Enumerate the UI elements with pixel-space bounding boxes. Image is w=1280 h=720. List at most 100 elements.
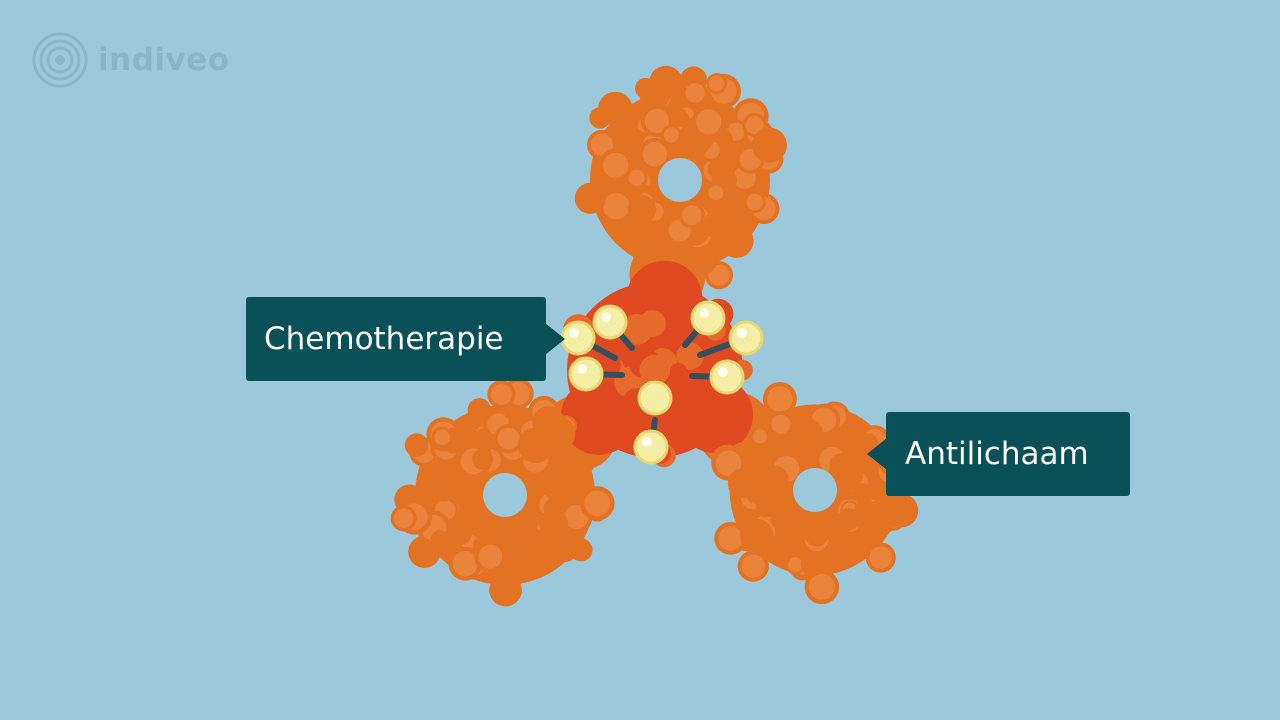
arm-bead (837, 508, 860, 531)
arm-bead-highlight (696, 109, 722, 135)
arm-bead (815, 513, 836, 535)
arm-bead (430, 474, 458, 502)
arm-bead (702, 211, 730, 239)
arm-bead (561, 476, 585, 500)
drug-molecule (682, 300, 726, 348)
arm-bead-highlight (708, 264, 730, 286)
arm-bead-highlight (869, 546, 893, 569)
arm-bead-highlight (808, 573, 835, 600)
core-bead (676, 342, 704, 370)
drug-bead-shine (737, 328, 747, 338)
concentric-circles-logo-icon (32, 32, 88, 88)
arm-bead (740, 518, 774, 552)
drug-bead (568, 356, 604, 392)
drug-bead-shine (577, 364, 587, 374)
arm-bead-highlight (771, 414, 791, 434)
arm-bead-highlight (603, 152, 629, 178)
arm-bead (532, 472, 555, 495)
drug-bead-shine (569, 328, 579, 338)
arm-bead-highlight (452, 551, 478, 577)
chemotherapy-label: Chemotherapie (246, 297, 565, 381)
arm-bead (884, 493, 919, 528)
drug-bead (709, 359, 745, 395)
arm-bead (517, 427, 554, 464)
arm-bead-highlight (708, 75, 725, 92)
arm-bead-highlight (497, 427, 520, 450)
arm-bead-highlight (628, 169, 645, 186)
arm-bead (693, 247, 716, 270)
arm-bead (829, 452, 853, 476)
arm-bead (847, 425, 866, 444)
arm-bead-highlight (602, 193, 630, 220)
core-bead (639, 354, 671, 386)
arm-bead-highlight (434, 429, 450, 445)
arm-bead (727, 468, 758, 499)
core-bead (669, 362, 688, 381)
drug-bead-shine (699, 308, 709, 318)
antibody-arm (637, 347, 919, 605)
arm-bead-highlight (663, 127, 679, 143)
arm-bead-highlight (741, 554, 766, 578)
drug-bead (560, 320, 596, 356)
drug-molecule (689, 359, 745, 395)
antibody-label: Antilichaam (867, 412, 1130, 496)
arm-bead-highlight (644, 108, 669, 133)
core-bead (728, 404, 749, 425)
drug-bead (728, 320, 764, 356)
arm-bead (707, 159, 728, 179)
drug-bead (690, 300, 726, 336)
drug-bead (633, 429, 669, 465)
arm-bead-highlight (746, 193, 764, 211)
drug-molecule (697, 320, 764, 358)
arm-bead-highlight (708, 185, 724, 201)
arm-bead-highlight (715, 450, 742, 477)
drug-bead (592, 304, 628, 340)
drug-bead-shine (642, 437, 652, 447)
logo-text: indiveo (98, 42, 230, 78)
arm-bead (574, 182, 606, 214)
arm-bead (489, 573, 522, 607)
arm-bead (800, 551, 825, 577)
arm-bead-highlight (685, 83, 705, 103)
arm-bead (832, 543, 852, 563)
arm-pocket (793, 468, 837, 512)
arm-bead (853, 483, 872, 503)
arm-bead-highlight (745, 116, 764, 135)
drug-molecule (592, 304, 635, 351)
arm-bead (446, 520, 473, 546)
chemotherapy-label-text: Chemotherapie (264, 321, 504, 357)
arm-bead (521, 529, 553, 561)
arm-bead-highlight (752, 429, 767, 444)
antibody-label-text: Antilichaam (905, 436, 1089, 472)
drug-bead (637, 380, 673, 416)
drug-molecule (633, 417, 669, 465)
arm-pocket (658, 158, 702, 202)
drug-bead-shine (601, 312, 611, 322)
arm-bead (472, 448, 494, 470)
drug-molecules (560, 300, 764, 465)
indiveo-logo: indiveo (32, 32, 230, 88)
core-bead (586, 421, 605, 440)
arm-bead (589, 107, 611, 129)
drug-bead-shine (718, 367, 728, 377)
arm-bead (430, 530, 450, 550)
arm-bead (539, 509, 569, 539)
arm-bead-highlight (681, 205, 702, 226)
arm-bead-highlight (718, 526, 743, 551)
arm-bead (404, 433, 429, 457)
arm-pocket (483, 473, 527, 517)
core-bead (679, 378, 699, 398)
arm-bead (790, 418, 824, 452)
arm-bead-highlight (767, 386, 793, 412)
core-bead (629, 297, 647, 315)
arm-bead (774, 514, 805, 545)
drug-molecule (568, 356, 625, 392)
arm-bead (719, 223, 754, 258)
arm-bead-highlight (490, 383, 513, 405)
arm-bead-highlight (584, 490, 611, 517)
arm-bead-highlight (788, 557, 803, 573)
arm-bead (760, 465, 789, 495)
core-bead (638, 310, 666, 338)
arm-bead (649, 65, 683, 100)
